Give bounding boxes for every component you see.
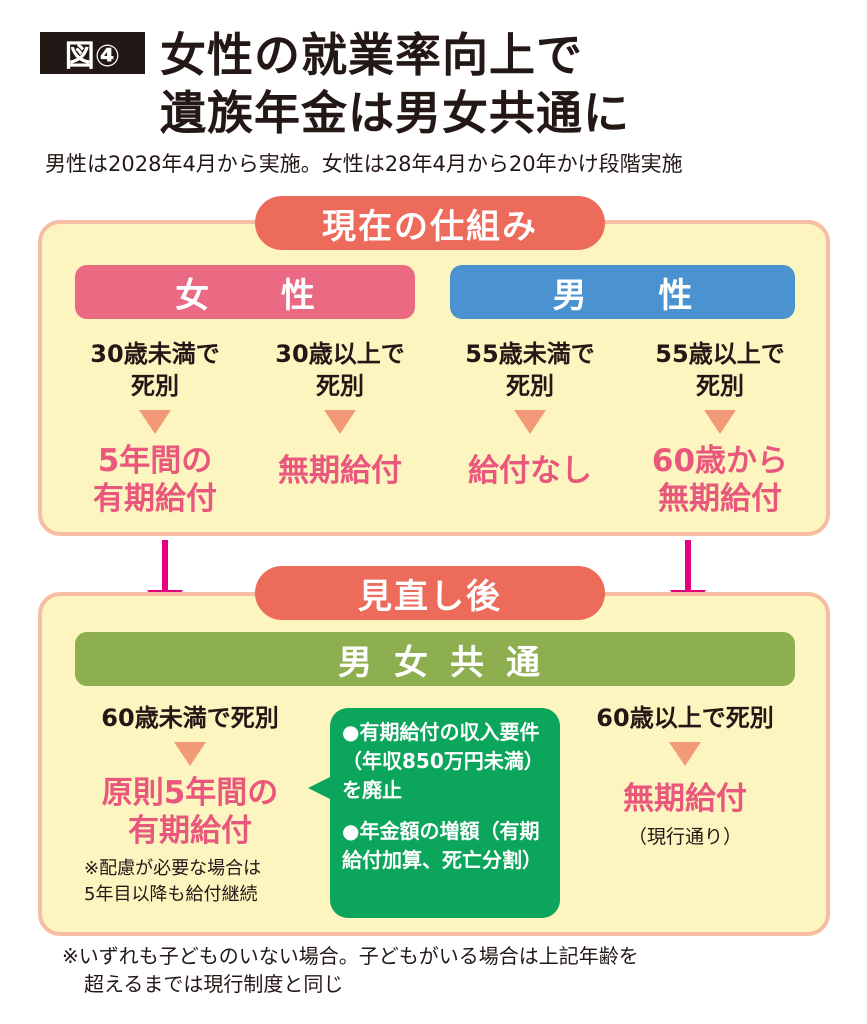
callout-point: ●有期給付の収入要件（年収850万円未満）を廃止	[342, 720, 544, 802]
current-system-label: 現在の仕組み	[255, 196, 605, 250]
condition: 55歳未満で	[465, 340, 595, 368]
down-triangle-icon	[669, 742, 701, 766]
revised-right-column: 60歳以上で死別 無期給付 （現行通り）	[570, 702, 800, 849]
result: 有期給付	[128, 813, 252, 849]
title-line-2: 遺族年金は男女共通に	[160, 86, 630, 140]
condition: 死別	[316, 372, 364, 400]
down-triangle-icon	[514, 410, 546, 434]
change-callout: ●有期給付の収入要件（年収850万円未満）を廃止 ●年金額の増額（有期給付加算、…	[308, 708, 560, 918]
result: 給付なし	[468, 453, 592, 489]
footnote-line: 超えるまでは現行制度と同じ	[84, 972, 344, 996]
female-header: 女 性	[75, 265, 415, 319]
condition: 30歳未満で	[90, 340, 220, 368]
down-triangle-icon	[174, 742, 206, 766]
result: 5年間の	[97, 443, 213, 479]
note: ※配慮が必要な場合は 5年目以降も給付継続	[70, 856, 310, 908]
note-line: 5年目以降も給付継続	[84, 884, 258, 905]
condition: 60歳未満で死別	[101, 704, 279, 732]
footnote-line: ※いずれも子どものいない場合。子どもがいる場合は上記年齢を	[62, 944, 639, 968]
note: （現行通り）	[627, 826, 742, 848]
condition: 死別	[696, 372, 744, 400]
revised-system-label: 見直し後	[255, 566, 605, 620]
callout-point: ●年金額の増額（有期給付加算、死亡分割）	[342, 819, 542, 872]
current-column-male-under55: 55歳未満で 死別 給付なし	[435, 338, 625, 490]
result: 無期給付	[623, 781, 747, 817]
result: 60歳から	[651, 443, 789, 479]
common-header: 男女共通	[75, 632, 795, 686]
condition: 60歳以上で死別	[596, 704, 774, 732]
male-header: 男 性	[450, 265, 795, 319]
current-column-female-over30: 30歳以上で 死別 無期給付	[245, 338, 435, 490]
current-column-male-over55: 55歳以上で 死別 60歳から 無期給付	[625, 338, 815, 518]
result: 有期給付	[93, 481, 217, 517]
revised-left-column: 60歳未満で死別 原則5年間の 有期給付 ※配慮が必要な場合は 5年目以降も給付継…	[70, 702, 310, 908]
current-column-female-under30: 30歳未満で 死別 5年間の 有期給付	[60, 338, 250, 518]
note-line: ※配慮が必要な場合は	[84, 858, 262, 879]
condition: 死別	[506, 372, 554, 400]
condition: 30歳以上で	[275, 340, 405, 368]
result: 無期給付	[278, 453, 402, 489]
down-triangle-icon	[324, 410, 356, 434]
result: 無期給付	[658, 481, 782, 517]
down-triangle-icon	[704, 410, 736, 434]
result: 原則5年間の	[101, 775, 279, 811]
condition: 55歳以上で	[655, 340, 785, 368]
condition: 死別	[131, 372, 179, 400]
down-triangle-icon	[139, 410, 171, 434]
title-line-1: 女性の就業率向上で	[160, 28, 583, 82]
subtitle: 男性は2028年4月から実施。女性は28年4月から20年かけ段階実施	[45, 152, 683, 176]
figure-badge: 図④	[40, 32, 145, 74]
footnote: ※いずれも子どものいない場合。子どもがいる場合は上記年齢を 超えるまでは現行制度…	[62, 942, 639, 998]
